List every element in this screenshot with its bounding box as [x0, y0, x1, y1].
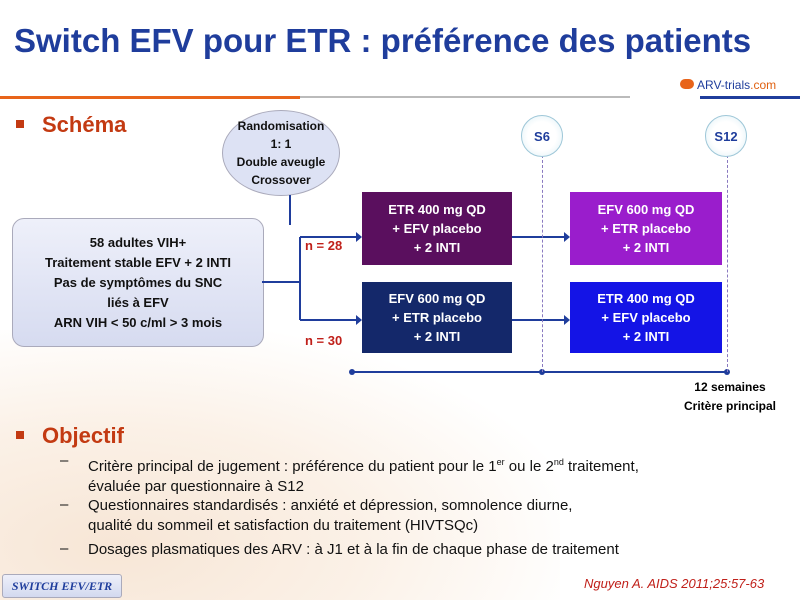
text: nd	[553, 457, 564, 467]
text: + EFV placebo	[601, 310, 691, 325]
s12-marker-line	[727, 155, 728, 372]
text: + ETR placebo	[392, 310, 482, 325]
text: ARN VIH < 50 c/ml > 3 mois	[53, 314, 223, 330]
section-heading-schema: Schéma	[42, 112, 127, 137]
bullet-icon	[16, 431, 24, 439]
text: + ETR placebo	[601, 221, 691, 236]
text: + EFV placebo	[392, 221, 482, 236]
s12-circle: S12	[705, 115, 747, 157]
text: + 2 INTI	[622, 240, 670, 255]
text: évaluée par questionnaire à S12	[88, 478, 304, 495]
arrow	[289, 195, 291, 225]
objective-item: Critère principal de jugement : préféren…	[88, 452, 639, 497]
dash-bullet: –	[60, 452, 69, 469]
text: Randomisation	[237, 119, 325, 133]
text: EFV 600 mg QD	[388, 291, 486, 306]
text: EFV 600 mg QD	[597, 202, 695, 217]
dash-bullet: –	[60, 496, 69, 513]
arm1-phase2-box: EFV 600 mg QD + ETR placebo + 2 INTI	[570, 192, 722, 265]
n-arm1: n = 28	[305, 238, 343, 253]
text: Double aveugle	[236, 155, 326, 169]
text: Pas de symptômes du SNC	[53, 274, 223, 290]
divider	[700, 96, 800, 99]
text: + 2 INTI	[413, 329, 461, 344]
page-title: Switch EFV pour ETR : préférence des pat…	[14, 22, 752, 59]
text: 1: 1	[270, 137, 292, 151]
text: Traitement stable EFV + 2 INTI	[44, 254, 232, 270]
logo: ARV-trials.com	[680, 78, 776, 92]
text: Critère principal de jugement : préféren…	[88, 458, 497, 475]
text: er	[496, 457, 505, 467]
text: 12 semaines	[694, 380, 766, 394]
arm1-phase1-box: ETR 400 mg QD + EFV placebo + 2 INTI	[362, 192, 512, 265]
text: 58 adultes VIH+	[89, 234, 187, 250]
footer-tag: SWITCH EFV/ETR	[2, 574, 122, 598]
n-arm2: n = 30	[305, 333, 343, 348]
text: traitement,	[563, 458, 639, 475]
text: Crossover	[251, 173, 311, 187]
population-box: 58 adultes VIH+ Traitement stable EFV + 2…	[12, 218, 264, 347]
text: Critère principal	[683, 399, 777, 413]
text: ETR 400 mg QD	[597, 291, 695, 306]
dash-bullet: –	[60, 540, 69, 557]
arm2-phase2-box: ETR 400 mg QD + EFV placebo + 2 INTI	[570, 282, 722, 353]
text: liés à EFV	[107, 294, 169, 310]
divider	[300, 96, 630, 98]
text: Dosages plasmatiques des ARV : à J1 et à…	[88, 541, 619, 558]
background-decoration	[0, 330, 560, 600]
s6-circle: S6	[521, 115, 563, 157]
text: + 2 INTI	[622, 329, 670, 344]
arm2-phase1-box: EFV 600 mg QD + ETR placebo + 2 INTI	[362, 282, 512, 353]
objective-item: Questionnaires standardisés : anxiété et…	[88, 496, 572, 536]
text: qualité du sommeil et satisfaction du tr…	[88, 517, 479, 534]
bullet-icon	[16, 120, 24, 128]
text: ETR 400 mg QD	[388, 202, 486, 217]
s6-marker-line	[542, 155, 543, 372]
text: ou le 2	[504, 458, 554, 475]
section-heading-objectif: Objectif	[42, 423, 124, 448]
reference: Nguyen A. AIDS 2011;25:57-63	[584, 576, 765, 591]
divider	[0, 96, 300, 99]
text: + 2 INTI	[413, 240, 461, 255]
objective-item: Dosages plasmatiques des ARV : à J1 et à…	[88, 540, 619, 560]
text: Questionnaires standardisés : anxiété et…	[88, 497, 573, 514]
